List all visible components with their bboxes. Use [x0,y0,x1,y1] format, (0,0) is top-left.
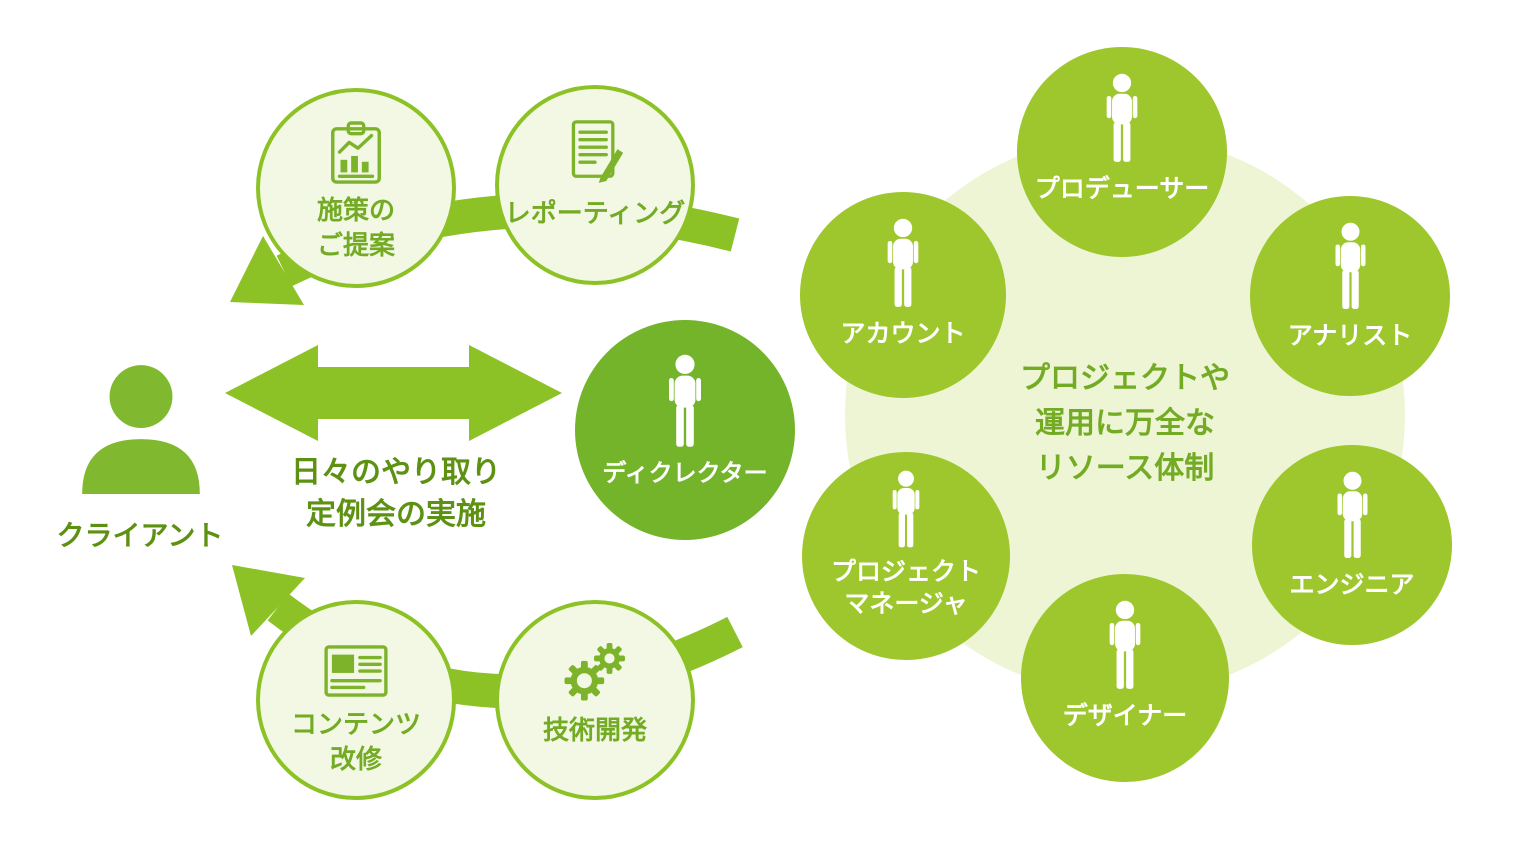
role-label-engineer: エンジニア [1289,570,1415,599]
daily-exchange-double-arrow-icon [225,345,562,441]
role-circle-project-manager: プロジェクト マネージャ [802,452,1010,660]
role-circle-account: アカウント [800,192,1006,398]
content-label-line2: 改修 [329,745,382,775]
resource-center-text: プロジェクトや 運用に万全な リソース体制 [945,356,1305,491]
resource-center-line2: 運用に万全な [1035,406,1215,441]
resource-center-line3: リソース体制 [1035,451,1215,486]
role-label-project-manager: プロジェクト マネージャ [831,556,981,620]
proposal-label-line2: ご提案 [316,231,395,261]
role-label-account: アカウント [840,319,966,348]
role-label-analyst: アナリスト [1287,321,1413,350]
browser-content-icon [324,645,388,697]
role-label-producer: プロデューサー [1034,174,1210,203]
person-standing-icon [1102,600,1148,692]
person-standing-icon [880,218,926,310]
reporting-circle: レポーティング [495,85,695,285]
daily-exchange-line2: 定例会の実施 [306,497,486,532]
proposal-circle: 施策の ご提案 [256,88,456,288]
report-document-icon [571,120,624,183]
person-standing-icon [1099,73,1145,165]
person-standing-icon [1328,222,1373,312]
clipboard-chart-icon [331,121,381,184]
role-circle-engineer: エンジニア [1252,445,1452,645]
client-person-bust-icon [82,365,200,494]
role-circle-analyst: アナリスト [1250,196,1450,396]
content-label: コンテンツ 改修 [291,708,421,778]
reporting-label: レポーティング [504,199,686,229]
director-circle: ディクレクター [575,320,795,540]
proposal-label-line1: 施策の [316,196,395,226]
role-circle-producer: プロデューサー [1017,47,1227,257]
tech-circle: 技術開発 [495,600,695,800]
role-label-designer: デザイナー [1062,701,1188,730]
content-label-line1: コンテンツ [290,710,421,740]
client-label: クライアント [56,519,224,552]
director-person-icon [661,354,709,450]
proposal-label: 施策の ご提案 [317,194,395,264]
role-label-pm-line1: プロジェクト [830,557,981,586]
director-label: ディクレクター [602,459,768,487]
content-circle: コンテンツ 改修 [256,600,456,800]
daily-exchange-line1: 日々のやり取り [291,455,501,490]
gears-icon [564,642,625,701]
person-standing-icon [886,470,926,550]
tech-label: 技術開発 [542,716,647,746]
role-circle-designer: デザイナー [1021,574,1229,782]
role-label-pm-line2: マネージャ [844,589,968,618]
person-standing-icon [1330,471,1375,561]
resource-center-line1: プロジェクトや [1020,361,1230,396]
daily-exchange-text: 日々のやり取り 定例会の実施 [216,452,576,536]
